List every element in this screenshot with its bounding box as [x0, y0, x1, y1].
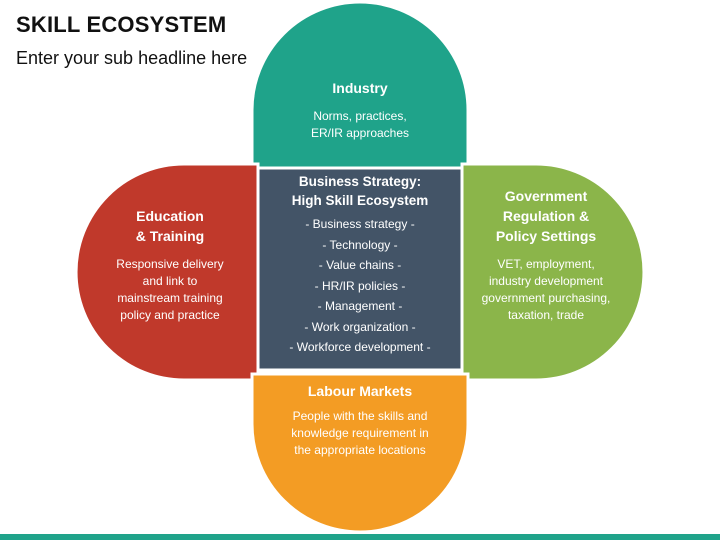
education-heading-line: Education: [136, 208, 204, 224]
center-list-item: - Technology -: [322, 237, 398, 252]
center-box: [256, 166, 464, 372]
education-body-line: Responsive delivery: [116, 257, 224, 271]
labour-markets-text: Labour Markets People with the skills an…: [266, 381, 454, 459]
industry-text: Industry Norms, practices, ER/IR approac…: [272, 78, 448, 142]
labour-markets-body-line: People with the skills and: [292, 409, 428, 423]
center-list-item: - Work organization -: [304, 319, 416, 334]
center-list-item: - Business strategy -: [305, 217, 415, 231]
labour-markets-heading: Labour Markets: [307, 383, 413, 399]
government-body-line: VET, employment,: [497, 257, 595, 271]
education-text: Education & Training Responsive delivery…: [90, 206, 250, 324]
page-title: SKILL ECOSYSTEM: [16, 12, 227, 37]
labour-markets-body: People with the skills and knowledge req…: [266, 408, 454, 459]
petal-industry: [250, 0, 470, 172]
industry-heading: Industry: [332, 80, 388, 96]
industry-body: Norms, practices, ER/IR approaches: [272, 108, 448, 142]
page-subtitle: Enter your sub headline here: [16, 48, 248, 68]
government-heading-line: Policy Settings: [495, 228, 597, 244]
center-list-item: - Value chains -: [318, 258, 402, 272]
government-body: VET, employment, industry development go…: [466, 256, 626, 324]
government-heading-line: Regulation &: [502, 208, 590, 224]
government-body-line: taxation, trade: [507, 308, 585, 322]
center-text: Business Strategy: High Skill Ecosystem …: [262, 172, 458, 358]
government-text: Government Regulation & Policy Settings …: [466, 186, 626, 324]
education-body-line: policy and practice: [120, 308, 220, 322]
center-list: - Business strategy - - Technology - - V…: [262, 214, 458, 358]
education-body: Responsive delivery and link to mainstre…: [90, 256, 250, 324]
education-heading: Education & Training: [90, 206, 250, 246]
government-body-line: industry development: [488, 274, 604, 288]
industry-body-line: Norms, practices,: [313, 109, 407, 123]
center-title-line: Business Strategy:: [298, 174, 422, 189]
footer-bar: [0, 534, 720, 540]
petal-education: [74, 162, 260, 382]
labour-markets-body-line: the appropriate locations: [294, 443, 426, 457]
education-body-line: and link to: [142, 274, 198, 288]
education-body-line: mainstream training: [117, 291, 223, 305]
center-list-item: - Management -: [317, 299, 403, 313]
center-title: Business Strategy: High Skill Ecosystem: [262, 172, 458, 210]
government-body-line: government purchasing,: [481, 291, 611, 305]
government-heading: Government Regulation & Policy Settings: [466, 186, 626, 246]
center-title-line: High Skill Ecosystem: [291, 193, 429, 208]
petal-government: [460, 162, 646, 382]
industry-body-line: ER/IR approaches: [310, 126, 410, 140]
labour-markets-body-line: knowledge requirement in: [291, 426, 429, 440]
government-heading-line: Government: [504, 188, 588, 204]
center-list-item: - Workforce development -: [289, 340, 431, 354]
education-heading-line: & Training: [135, 228, 205, 244]
center-list-item: - HR/IR policies -: [314, 278, 406, 293]
petal-labour-markets: [250, 372, 470, 534]
